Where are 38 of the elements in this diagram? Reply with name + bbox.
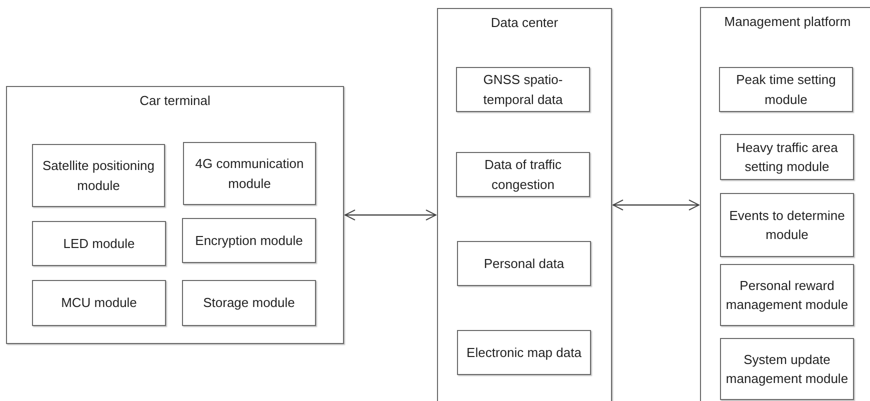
module-label: Events to determine module — [728, 206, 846, 244]
panel-title: Car terminal — [138, 93, 212, 108]
module-label: Satellite positioning module — [41, 157, 156, 194]
module-box — [720, 264, 854, 326]
module-box — [720, 134, 854, 180]
module-label: Data of traffic congestion — [483, 156, 563, 194]
module-box — [457, 330, 591, 375]
module-box — [183, 142, 316, 205]
module-box — [182, 218, 316, 263]
module-box — [720, 193, 854, 257]
module-box — [719, 67, 853, 112]
double-arrow — [612, 200, 700, 210]
module-label: Peak time setting module — [735, 71, 837, 108]
module-label: Personal data — [484, 254, 564, 273]
module-box — [457, 241, 591, 286]
module-box — [182, 280, 316, 326]
group-panel — [437, 8, 612, 401]
module-label: Storage module — [203, 294, 295, 312]
panel-title: Data center — [490, 15, 560, 30]
panel-title: Management platform — [723, 14, 852, 29]
module-label: 4G communication module — [194, 155, 305, 192]
module-box — [720, 338, 854, 400]
module-box — [456, 67, 590, 112]
group-panel — [6, 86, 344, 344]
module-box — [32, 280, 166, 326]
module-label: Heavy traffic area setting module — [735, 138, 839, 176]
module-label: Encryption module — [195, 232, 303, 250]
module-label: GNSS spatio-temporal data — [482, 71, 564, 109]
module-label: LED module — [63, 234, 135, 253]
module-box — [456, 152, 590, 197]
module-box — [32, 144, 165, 207]
group-panel — [700, 7, 870, 401]
double-arrow — [344, 210, 436, 220]
module-label: MCU module — [61, 294, 137, 312]
module-box — [32, 221, 166, 266]
module-label: System update management module — [725, 350, 849, 388]
module-label: Electronic map data — [466, 344, 582, 362]
module-label: Personal reward management module — [725, 276, 849, 314]
